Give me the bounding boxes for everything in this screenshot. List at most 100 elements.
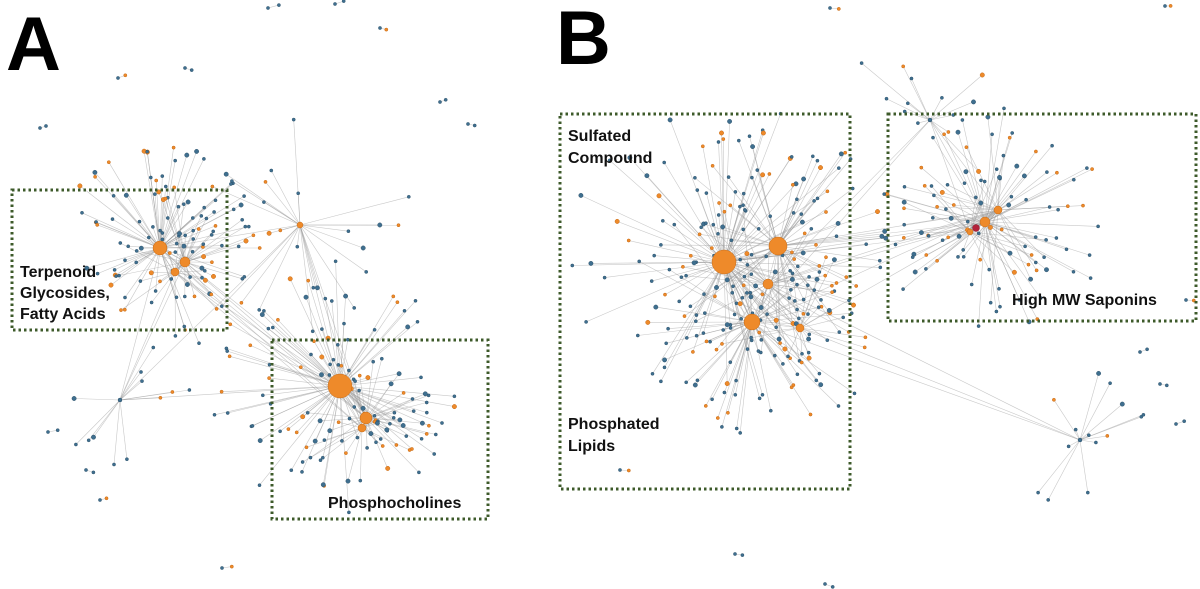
network-node (125, 457, 129, 462)
network-node (276, 317, 280, 322)
network-edge (299, 224, 329, 339)
network-node (294, 430, 299, 435)
network-edge (120, 271, 176, 311)
network-node (744, 251, 750, 257)
network-node (189, 68, 194, 72)
network-node (818, 165, 823, 171)
network-node (812, 199, 816, 203)
network-node (139, 370, 143, 374)
network-node (38, 126, 42, 130)
network-edge (990, 209, 999, 303)
network-node (278, 228, 283, 233)
network-edge (585, 261, 725, 323)
network-node (806, 336, 811, 342)
network-node (199, 214, 204, 218)
network-node (743, 313, 761, 331)
network-node (1064, 247, 1069, 252)
network-node (108, 282, 114, 288)
network-edge (345, 427, 363, 454)
network-node (95, 271, 100, 276)
network-node (419, 436, 424, 441)
network-node (716, 231, 720, 236)
network-node (146, 235, 151, 240)
network-node (1065, 204, 1070, 209)
network-node (191, 228, 195, 233)
network-edge (97, 247, 161, 274)
network-edge (221, 385, 341, 392)
network-node (734, 301, 739, 306)
network-node (717, 201, 721, 205)
network-node (1094, 440, 1098, 445)
network-node (747, 134, 752, 138)
network-node (1174, 422, 1178, 426)
network-edge (997, 209, 1031, 280)
network-edge (1079, 435, 1108, 441)
network-node (806, 283, 810, 288)
network-edge (669, 269, 753, 323)
network-node (701, 331, 706, 335)
network-node (710, 163, 715, 168)
network-node (697, 232, 702, 237)
cluster-label-sulfated-line1: Sulfated (568, 128, 631, 145)
network-node (230, 179, 234, 183)
network-edge (299, 224, 364, 249)
network-edge (184, 228, 199, 263)
network-node (931, 135, 935, 140)
network-node (352, 306, 357, 310)
network-node (1022, 173, 1027, 179)
network-node (825, 338, 830, 343)
network-edge (184, 261, 195, 297)
network-node (171, 145, 176, 150)
network-edge (997, 209, 1045, 258)
network-node (151, 345, 156, 350)
network-node (123, 295, 127, 300)
network-node (320, 327, 324, 331)
network-node (832, 257, 837, 263)
network-node (750, 175, 754, 180)
network-node (708, 339, 712, 344)
network-node (433, 432, 438, 437)
network-node (699, 225, 704, 230)
network-node (1014, 163, 1020, 169)
network-edge (799, 327, 866, 338)
network-edge (695, 321, 753, 386)
network-node (994, 309, 999, 314)
network-node (741, 227, 746, 232)
network-edge (241, 224, 301, 303)
network-node (774, 325, 779, 330)
network-edge (159, 200, 216, 249)
network-node (1007, 135, 1012, 140)
network-edge (969, 231, 1032, 256)
network-edge (299, 224, 363, 429)
network-node (347, 416, 352, 421)
network-node (411, 409, 416, 413)
network-node (424, 410, 429, 415)
network-node (204, 216, 209, 221)
network-edge (119, 399, 128, 460)
network-edge (777, 211, 878, 247)
network-node (1073, 427, 1078, 432)
network-edge (151, 271, 176, 303)
network-edge (323, 385, 341, 485)
network-node (402, 308, 407, 313)
network-edge (723, 261, 854, 306)
network-node (998, 304, 1002, 309)
network-node (942, 132, 946, 137)
network-node (1011, 269, 1017, 275)
network-node (417, 470, 421, 475)
network-node (181, 202, 186, 206)
network-edge (751, 119, 931, 323)
network-edge (722, 226, 779, 247)
network-node (757, 396, 762, 401)
network-edge (306, 427, 363, 448)
network-node (765, 312, 769, 316)
network-node (384, 427, 390, 433)
network-node (46, 430, 50, 434)
network-node (753, 283, 758, 289)
network-edge (310, 417, 367, 458)
network-node (1096, 224, 1100, 229)
network-edge (723, 183, 797, 263)
network-edge (684, 245, 779, 317)
network-node (219, 304, 224, 309)
network-edge (114, 247, 161, 271)
